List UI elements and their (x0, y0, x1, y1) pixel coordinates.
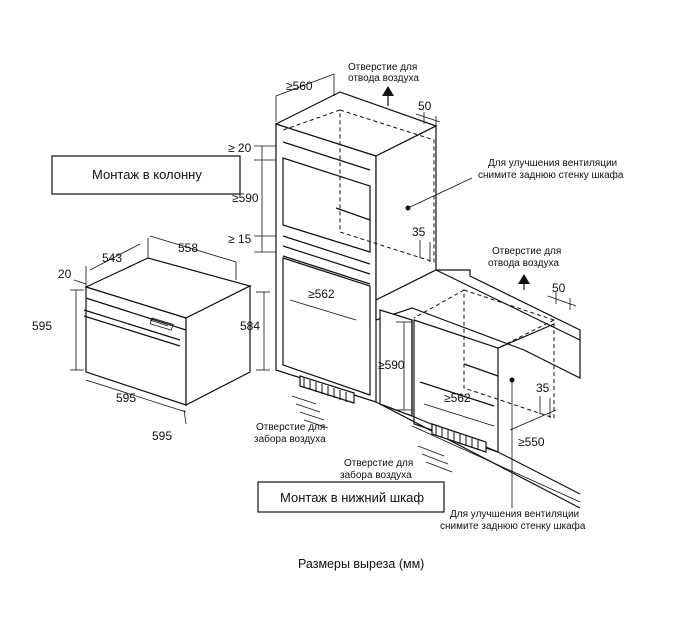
under-counter-install-label: Монтаж в нижний шкаф (280, 490, 424, 505)
vent-note-2-line1: Для улучшения вентиляции (450, 509, 579, 520)
vent-note-2-dot (509, 377, 515, 383)
vent-note-1-line1: Для улучшения вентиляции (488, 158, 617, 169)
oven-control-panel (149, 319, 169, 327)
column-install-box: Монтаж в колонну (51, 155, 241, 195)
dim-oven-584: 584 (240, 319, 260, 333)
air-intake-2-line1: Отверстие для (344, 458, 413, 469)
oven-drawing (83, 257, 252, 406)
dim-col-width: ≥562 (308, 287, 335, 301)
dim-oven-558: 558 (178, 241, 198, 255)
air-intake-2-line2: забора воздуха (340, 469, 412, 481)
base-air-outlet-arrow (518, 274, 530, 290)
caption: Размеры выреза (мм) (298, 557, 424, 571)
dim-base-vent-50: 50 (552, 281, 566, 295)
column-intake-arrows (291, 395, 329, 429)
vent-note-1-leader (407, 177, 473, 209)
air-intake-1-line1: Отверстие для (256, 422, 325, 433)
oven-dimensions: 543 558 20 595 584 595 595 (32, 235, 270, 443)
column-cabinet (274, 91, 438, 403)
dim-col-bottom-gap: ≥ 15 (228, 232, 252, 246)
dim-oven-543: 543 (102, 251, 122, 265)
dim-base-depth: ≥550 (518, 435, 545, 449)
air-intake-1-line2: забора воздуха (254, 433, 326, 445)
column-vent-grille (299, 375, 355, 404)
base-dimensions: ≥590 ≥562 ≥550 50 35 (378, 281, 577, 449)
dim-base-height: ≥590 (378, 358, 405, 372)
dim-oven-595-height: 595 (32, 319, 52, 333)
dim-col-vent-50: 50 (418, 99, 432, 113)
air-outlet-1-line1: Отверстие для (348, 62, 417, 73)
air-outlet-1-line2: отвода воздуха (348, 73, 419, 84)
dim-oven-595-width-a: 595 (116, 391, 136, 405)
dim-base-vent-35: 35 (536, 381, 550, 395)
air-outlet-2-line2: отвода воздуха (488, 258, 559, 269)
dim-col-top-gap: ≥ 20 (228, 141, 252, 155)
oven-side-face (185, 285, 251, 406)
dim-base-width: ≥562 (444, 391, 471, 405)
under-counter-install-box: Монтаж в нижний шкаф (257, 481, 445, 513)
dim-oven-595-width-b: 595 (152, 429, 172, 443)
dim-oven-20: 20 (58, 267, 72, 281)
base-vent-grille (431, 423, 487, 453)
air-outlet-2-line1: Отверстие для (492, 246, 561, 257)
vent-note-2-line2: снимите заднюю стенку шкафа (440, 520, 586, 532)
oven-handle (83, 309, 181, 341)
dim-col-vent-35: 35 (412, 225, 426, 239)
vent-note-1-line2: снимите заднюю стенку шкафа (478, 169, 624, 181)
column-install-label: Монтаж в колонну (92, 167, 202, 182)
vent-note-1-dot (405, 205, 411, 211)
column-dimensions: ≥560 ≥ 20 ≥590 ≥ 15 ≥562 50 35 (228, 73, 441, 321)
column-air-outlet-arrow (382, 86, 394, 106)
base-intake-arrows (417, 445, 453, 473)
